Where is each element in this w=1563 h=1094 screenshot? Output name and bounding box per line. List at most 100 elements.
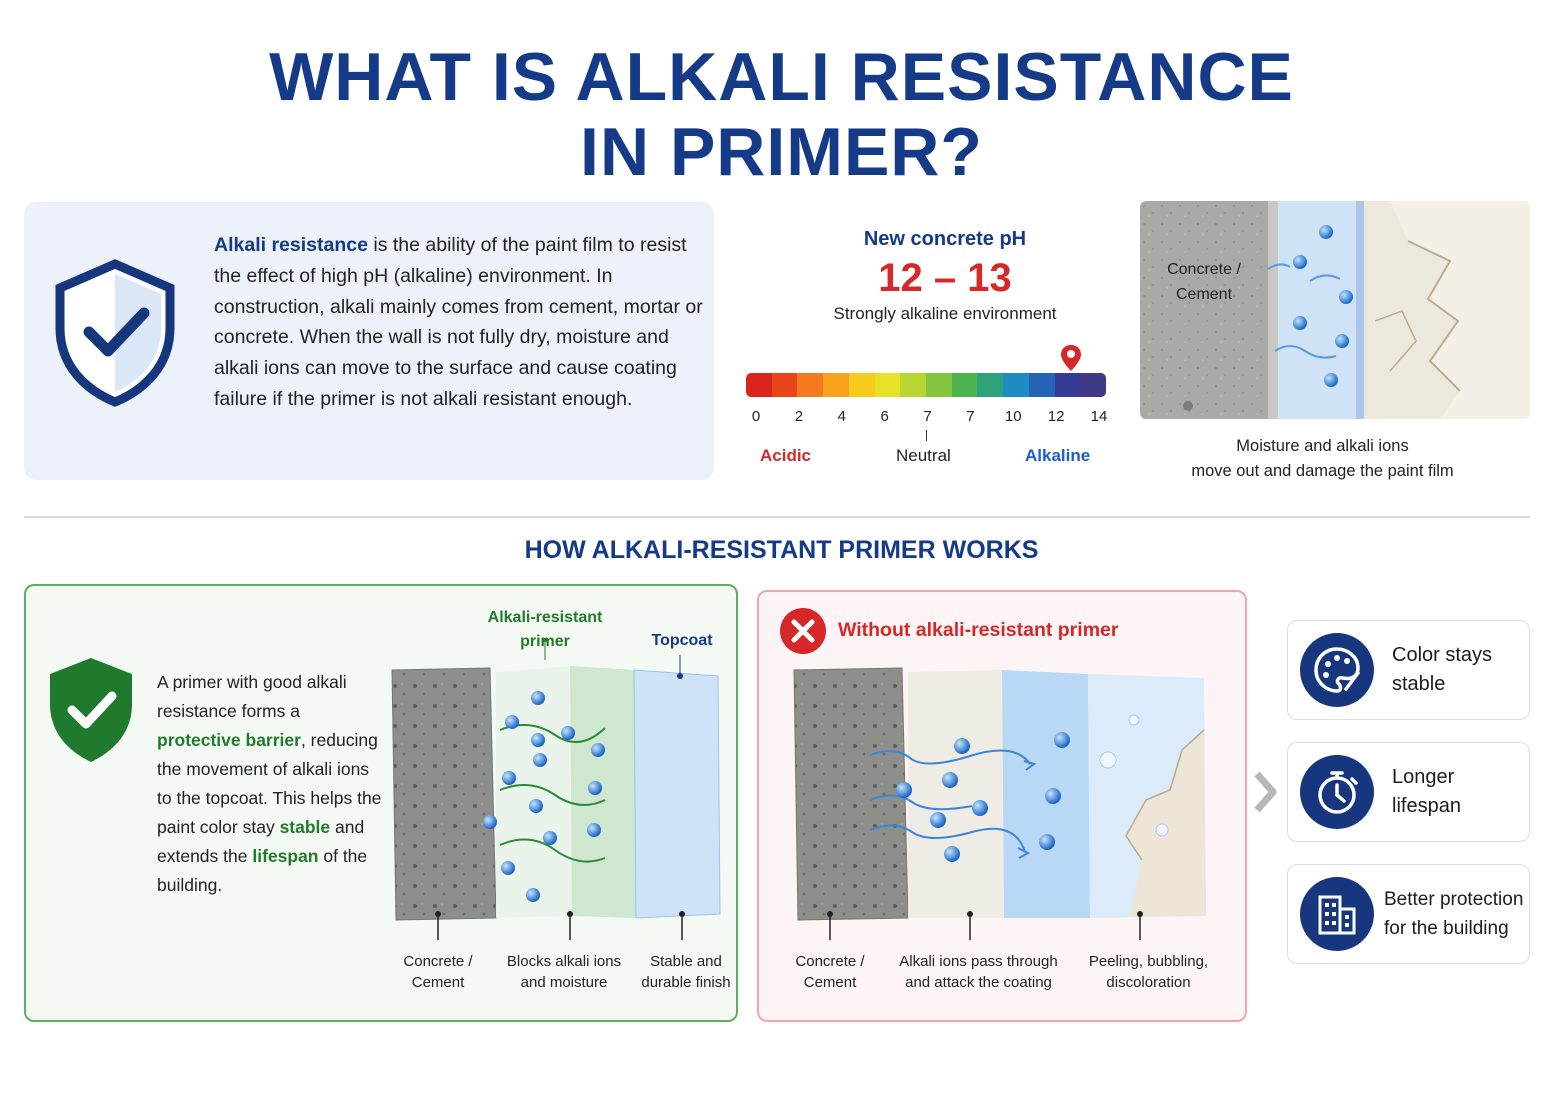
benefit-2-line-2: lifespan: [1392, 795, 1461, 817]
ph-segment: [900, 373, 927, 397]
stopwatch-icon: [1318, 771, 1358, 814]
neutral-label: Neutral: [896, 446, 951, 465]
moisture-concrete-label: Concrete / Cement: [1140, 257, 1268, 307]
good-text-keyword-stable: stable: [279, 817, 331, 837]
benefit-3-line-2: for the building: [1384, 918, 1509, 939]
ph-segment: [746, 373, 772, 397]
ph-subtitle: Strongly alkaline environment: [833, 304, 1057, 323]
ph-tick-label: 2: [794, 408, 804, 425]
moisture-concrete-label-bottom: Cement: [1175, 286, 1233, 303]
bad-caption-attack-line-1: Alkali ions pass through: [899, 953, 1058, 970]
ph-segment: [951, 373, 978, 397]
bad-caption-attack: Alkali ions pass through and attack the c…: [886, 951, 1071, 993]
good-caption-blocks-line-2: and moisture: [520, 974, 608, 991]
good-text-part-3: and extends the: [157, 817, 365, 866]
topcoat-label: Topcoat: [651, 632, 713, 649]
bad-caption-concrete: Concrete / Cement: [780, 951, 880, 993]
with-primer-layers-diagram: [391, 638, 721, 940]
ph-heading: New concrete pH: [863, 228, 1027, 250]
location-pin-icon: [1061, 345, 1081, 371]
benefit-text: Longer lifespan: [1392, 763, 1461, 821]
moisture-caption-line-2: move out and damage the paint film: [1191, 462, 1454, 480]
neutral-marker: [926, 430, 927, 441]
ph-tick-label: 12: [1047, 408, 1065, 425]
definition-body: is the ability of the paint film to resi…: [214, 234, 703, 410]
benefit-icon-circle: [1300, 877, 1374, 951]
building-icon: [1318, 895, 1356, 935]
palette-icon: [1314, 647, 1360, 693]
good-caption-finish: Stable and durable finish: [636, 951, 736, 993]
benefit-1-line-1: Color stays: [1392, 644, 1493, 666]
without-primer-layers-diagram: [793, 667, 1206, 940]
error-x-icon: [780, 608, 826, 654]
moisture-caption-line-1: Moisture and alkali ions: [1236, 437, 1409, 455]
ph-segment: [1003, 373, 1029, 397]
definition-text: Alkali resistance is the ability of the …: [214, 230, 704, 415]
primer-label-line-2: primer: [520, 633, 570, 650]
benefit-text: Better protection for the building: [1384, 885, 1523, 943]
page-title-line-1: WHAT IS ALKALI RESISTANCE: [269, 39, 1294, 115]
good-text-part-1: A primer with good alkali resistance for…: [157, 672, 347, 721]
ph-segment: [848, 373, 875, 397]
good-text-part-4: of the building.: [157, 846, 368, 895]
chevron-right-icon: [1254, 771, 1277, 813]
primer-label-line-1: Alkali-resistant: [487, 609, 603, 626]
section-title: HOW ALKALI-RESISTANT PRIMER WORKS: [524, 536, 1039, 564]
good-text-part-2: , reducing the movement of alkali ions t…: [157, 730, 382, 837]
moisture-illustration: [1140, 201, 1530, 419]
benefit-icon-circle: [1300, 755, 1374, 829]
bad-caption-concrete-line-1: Concrete /: [795, 953, 865, 970]
bad-caption-concrete-line-2: Cement: [803, 974, 857, 991]
ph-segment: [823, 373, 849, 397]
alkaline-label: Alkaline: [1025, 446, 1091, 465]
ph-segment: [771, 373, 798, 397]
shield-check-icon: [55, 259, 175, 407]
ph-segment: [797, 373, 824, 397]
ph-segment: [1054, 373, 1081, 397]
bad-caption-attack-line-2: and attack the coating: [905, 974, 1052, 991]
ph-segment: [874, 373, 901, 397]
ph-tick-label: 14: [1090, 408, 1108, 425]
good-text-keyword-lifespan: lifespan: [252, 846, 319, 866]
good-caption-finish-line-1: Stable and: [650, 953, 722, 970]
benefit-longer-lifespan: Longer lifespan: [1287, 742, 1530, 842]
ph-tick-label: 4: [837, 408, 846, 425]
good-caption-concrete-line-2: Cement: [411, 974, 465, 991]
ph-tick-label: 10: [1004, 408, 1022, 425]
good-text-keyword-barrier: protective barrier: [157, 730, 301, 750]
section-divider: [24, 516, 1530, 518]
primer-layer-label: Alkali-resistant primer: [470, 606, 620, 654]
benefit-2-line-1: Longer: [1392, 766, 1455, 788]
good-caption-blocks: Blocks alkali ions and moisture: [500, 951, 628, 993]
ph-segment: [977, 373, 1004, 397]
moisture-caption: Moisture and alkali ions move out and da…: [1140, 434, 1505, 484]
bad-caption-peeling: Peeling, bubbling, discoloration: [1076, 951, 1221, 993]
bad-caption-peeling-line-2: discoloration: [1106, 974, 1191, 991]
ph-tick-label: 6: [880, 408, 889, 425]
acidic-label: Acidic: [760, 446, 812, 465]
good-caption-concrete-line-1: Concrete /: [403, 953, 473, 970]
benefit-better-protection: Better protection for the building: [1287, 864, 1530, 964]
green-shield-check-icon: [50, 658, 132, 762]
good-caption-finish-line-2: durable finish: [641, 974, 731, 991]
ph-tick-label: 7: [923, 408, 932, 425]
ph-value: 12 – 13: [878, 256, 1012, 300]
moisture-concrete-label-top: Concrete /: [1167, 261, 1241, 278]
page-title-line-2: IN PRIMER?: [580, 114, 983, 190]
benefit-icon-circle: [1300, 633, 1374, 707]
bad-caption-peeling-line-1: Peeling, bubbling,: [1088, 953, 1209, 970]
good-caption-blocks-line-1: Blocks alkali ions: [506, 953, 622, 970]
ph-tick-label: 7: [966, 408, 975, 425]
with-primer-text: A primer with good alkali resistance for…: [157, 668, 387, 900]
ph-segment: [926, 373, 952, 397]
without-primer-title: Without alkali-resistant primer: [838, 619, 1119, 641]
definition-keyword: Alkali resistance: [214, 234, 368, 256]
ph-tick-label: 0: [751, 408, 761, 425]
ph-segment: [1080, 373, 1106, 397]
ph-segment: [1028, 373, 1055, 397]
good-caption-concrete: Concrete / Cement: [388, 951, 488, 993]
benefit-3-line-1: Better protection: [1384, 889, 1524, 910]
ph-color-scale: [746, 373, 1106, 397]
